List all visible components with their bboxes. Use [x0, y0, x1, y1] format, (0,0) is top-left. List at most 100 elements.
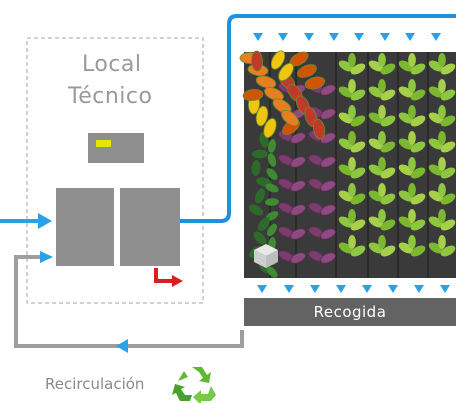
drip-arrow-icon [253, 33, 263, 41]
leaf [348, 131, 356, 145]
leaf [348, 53, 356, 67]
leaf [438, 105, 446, 119]
leaf [255, 75, 277, 89]
leaf [410, 219, 426, 231]
leaf [438, 53, 446, 67]
collector-label: Recogida [313, 303, 387, 321]
leaf [378, 183, 386, 197]
leaf [251, 160, 261, 176]
drip-arrow-icon [278, 33, 288, 41]
leaf [290, 204, 306, 216]
leaf [348, 157, 356, 171]
drip-arrows-bottom [257, 285, 450, 293]
supply-pipe [180, 14, 456, 223]
leaf [255, 105, 269, 127]
leaf [438, 131, 446, 145]
drip-arrow-icon [354, 33, 364, 41]
leaf [320, 180, 336, 192]
leaf [408, 53, 416, 67]
return-inlet-arrow-icon [40, 251, 53, 263]
leaf [438, 235, 446, 249]
leaf [380, 219, 396, 231]
leaf [348, 209, 356, 223]
drip-arrow-icon [362, 285, 372, 293]
controller-box [88, 133, 144, 163]
recirculation-label: Recirculación [45, 375, 145, 393]
leaf [438, 209, 446, 223]
leaf [290, 156, 306, 168]
leaf [350, 115, 366, 127]
recycle-icon [172, 367, 216, 403]
leaf [290, 180, 306, 192]
leaf [266, 266, 278, 278]
leaf [378, 235, 386, 249]
leaf [254, 188, 266, 204]
leaf [265, 183, 279, 193]
leaf [290, 228, 306, 240]
water-inlet [0, 213, 52, 229]
drip-arrow-icon [431, 33, 441, 41]
drip-arrow-icon [304, 33, 314, 41]
leaf [312, 118, 326, 140]
drain-arrow-icon [154, 268, 173, 283]
leaf [320, 108, 336, 120]
leaf [266, 168, 278, 180]
leaf [263, 118, 277, 138]
leaf [320, 204, 336, 216]
leaf [410, 167, 426, 179]
leaf [264, 87, 284, 101]
controller-indicator [96, 140, 111, 147]
leaf [410, 63, 426, 75]
drip-arrows-top [253, 33, 441, 41]
leaf [408, 131, 416, 145]
leaf [253, 231, 267, 245]
leaf [380, 245, 396, 257]
leaf [410, 193, 426, 205]
leaf [281, 109, 299, 127]
leaf [320, 228, 336, 240]
leaf [440, 219, 456, 231]
leaf [267, 153, 277, 167]
leaf [348, 105, 356, 119]
leaf [350, 167, 366, 179]
leaf [408, 235, 416, 249]
leaf [380, 89, 396, 101]
leaf [440, 193, 456, 205]
leaf [320, 252, 336, 264]
leaf [252, 149, 268, 159]
leaf [350, 141, 366, 153]
tank-right [120, 188, 180, 266]
leaf [290, 252, 306, 264]
leaf [378, 209, 386, 223]
leaf [348, 235, 356, 249]
drip-arrow-icon [414, 285, 424, 293]
leaf [408, 105, 416, 119]
drip-arrow-icon [336, 285, 346, 293]
drip-arrow-icon [310, 285, 320, 293]
room-label-line2: Técnico [68, 84, 153, 109]
leaf [440, 115, 456, 127]
leaf [378, 131, 386, 145]
leaf [350, 63, 366, 75]
leaf [378, 105, 386, 119]
leaf [350, 193, 366, 205]
leaf [268, 139, 276, 153]
leaf [438, 79, 446, 93]
return-flow-arrow-icon [116, 339, 128, 353]
leaf [380, 167, 396, 179]
leaf [440, 245, 456, 257]
leaf [410, 245, 426, 257]
leaf [408, 183, 416, 197]
leaf [266, 223, 278, 237]
leaf [304, 76, 326, 90]
leaf [378, 53, 386, 67]
leaf [265, 198, 279, 206]
leaf [248, 204, 264, 216]
drip-arrow-icon [329, 33, 339, 41]
room-label-line1: Local [82, 52, 142, 77]
leaf [380, 63, 396, 75]
leaf [380, 115, 396, 127]
leaf [297, 64, 317, 78]
leaf [378, 157, 386, 171]
plants [239, 50, 456, 278]
